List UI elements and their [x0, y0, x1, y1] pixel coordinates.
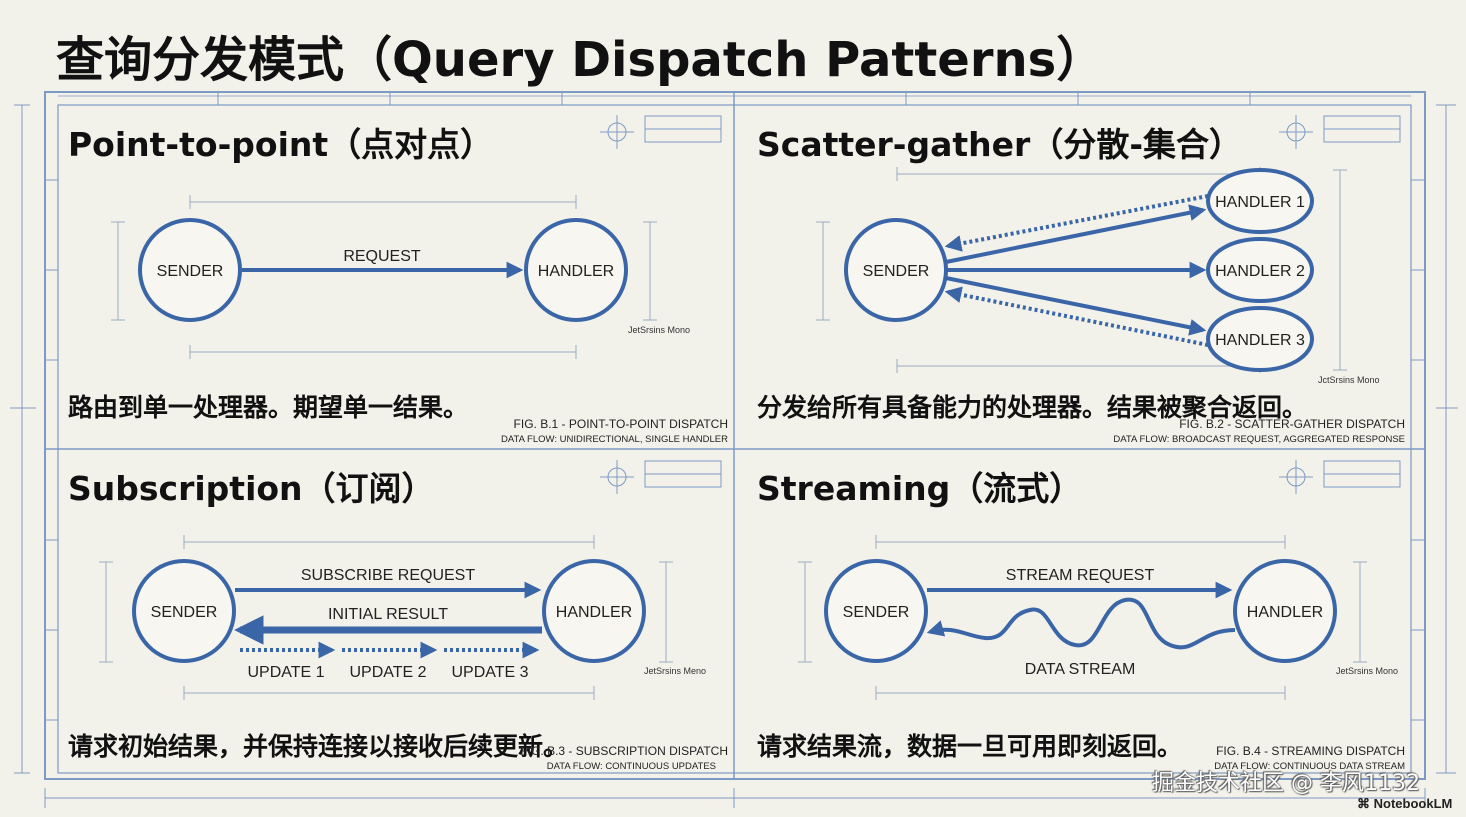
p2p-sender-node — [138, 218, 242, 322]
subscription-flow-caption: DATA FLOW: CONTINUOUS UPDATES — [546, 761, 716, 772]
stream-sender-label: SENDER — [843, 604, 910, 621]
subscription-title: Subscription（订阅） — [68, 469, 435, 508]
p2p-sender-label: SENDER — [157, 263, 224, 280]
scatter-response-1 — [944, 194, 1209, 252]
sub-initial-label: INITIAL RESULT — [328, 606, 448, 623]
p2p-title: Point-to-point（点对点） — [68, 125, 494, 164]
scatter-handler2-node — [1206, 237, 1314, 303]
notebooklm-icon: ⌘ — [1357, 796, 1374, 811]
p2p-request-label: REQUEST — [343, 248, 421, 265]
scatter-handler2-label: HANDLER 2 — [1215, 263, 1305, 280]
p2p-handler-node — [524, 218, 628, 322]
sub-handler-label: HANDLER — [556, 604, 632, 621]
scatter-flow-caption: DATA FLOW: BROADCAST REQUEST, AGGREGATED… — [1113, 434, 1405, 445]
p2p-fig-caption: FIG. B.1 - POINT-TO-POINT DISPATCH — [513, 417, 728, 431]
p2p-description: 路由到单一处理器。期望单一结果。 — [68, 393, 469, 422]
scatter-description: 分发给所有具备能力的处理器。结果被聚合返回。 — [757, 393, 1308, 422]
p2p-mono-label: JetSrsins Mono — [628, 325, 691, 335]
streaming-description: 请求结果流，数据一旦可用即刻返回。 — [757, 732, 1183, 761]
sub-request-label: SUBSCRIBE REQUEST — [301, 567, 475, 584]
page-title: 查询分发模式（Query Dispatch Patterns） — [56, 32, 1105, 88]
streaming-flow-caption: DATA FLOW: CONTINUOUS DATA STREAM — [1214, 761, 1405, 772]
sub-sender-label: SENDER — [151, 604, 218, 621]
sub-sender-node — [132, 559, 236, 663]
p2p-flow-caption: DATA FLOW: UNIDIRECTIONAL, SINGLE HANDLE… — [501, 434, 728, 445]
stream-handler-label: HANDLER — [1247, 604, 1323, 621]
streaming-fig-caption: FIG. B.4 - STREAMING DISPATCH — [1216, 744, 1405, 758]
p2p-handler-label: HANDLER — [538, 263, 614, 280]
subscription-mono-label: JetSrsins Meno — [644, 666, 707, 676]
subscription-fig-caption: FIG. B.3 - SUBSCRIPTION DISPATCH — [520, 744, 728, 758]
subscription-diagram: SENDER HANDLER SUBSCRIBE REQUEST INITIAL… — [99, 535, 673, 700]
stream-data-label: DATA STREAM — [1025, 661, 1136, 678]
scatter-handler1-node — [1206, 168, 1314, 234]
streaming-title: Streaming（流式） — [757, 469, 1083, 508]
scatter-handler3-label: HANDLER 3 — [1215, 332, 1305, 349]
stream-sender-node — [824, 559, 928, 663]
stream-data-wave — [926, 597, 1236, 650]
watermark: 掘金技术社区 @ 李风1132 — [1152, 771, 1420, 796]
scatter-mono-label: JctSrsins Mono — [1318, 375, 1380, 385]
streaming-diagram: SENDER HANDLER STREAM REQUEST DATA STREA… — [798, 535, 1367, 700]
scatter-handler3-node — [1206, 306, 1314, 372]
p2p-diagram: SENDER HANDLER REQUEST — [111, 195, 657, 359]
subscription-description: 请求初始结果，并保持连接以接收后续更新。 — [68, 732, 569, 761]
scatter-diagram: SENDER HANDLER 1 HANDLER 2 HANDLER 3 — [816, 167, 1347, 373]
notebooklm-label: NotebookLM — [1373, 796, 1453, 811]
stream-handler-node — [1233, 559, 1337, 663]
scatter-title: Scatter-gather（分散-集合） — [757, 125, 1243, 164]
sub-handler-node — [542, 559, 646, 663]
scatter-fig-caption: FIG. B.2 - SCATTER-GATHER DISPATCH — [1179, 417, 1405, 431]
sub-update3-label: UPDATE 3 — [451, 664, 528, 681]
scatter-handler1-label: HANDLER 1 — [1215, 194, 1305, 211]
sub-update2-label: UPDATE 2 — [349, 664, 426, 681]
streaming-mono-label: JetSrsins Mono — [1336, 666, 1399, 676]
scatter-request-1 — [945, 204, 1207, 264]
scatter-response-3 — [944, 286, 1209, 347]
scatter-request-3 — [945, 276, 1207, 336]
stream-request-label: STREAM REQUEST — [1006, 567, 1155, 584]
scatter-sender-label: SENDER — [863, 263, 930, 280]
notebooklm-brand: ⌘ NotebookLM — [1357, 796, 1452, 812]
blueprint-frame — [10, 91, 1458, 808]
sub-update1-label: UPDATE 1 — [247, 664, 324, 681]
